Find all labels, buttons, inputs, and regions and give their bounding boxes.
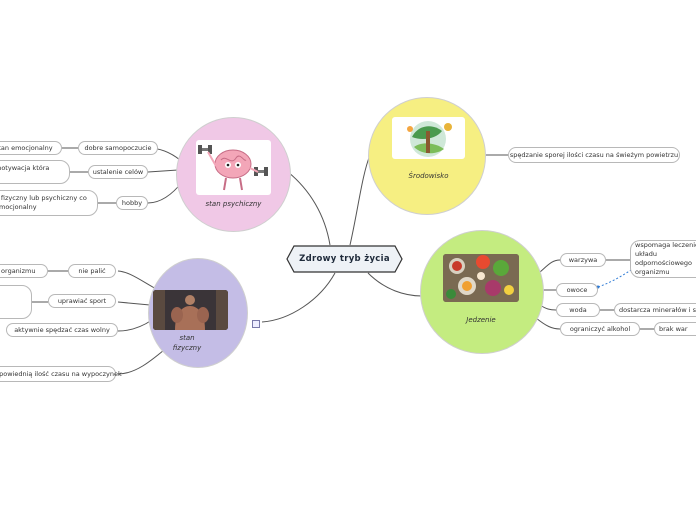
- food-leaf-2[interactable]: dostarcza minerałów i s: [614, 303, 696, 317]
- physical-leaf-1[interactable]: o organizmu: [0, 264, 48, 278]
- branch-physical-label-line2: fizyczny: [172, 344, 202, 352]
- food-child-3[interactable]: woda: [556, 303, 600, 317]
- central-topic[interactable]: Zdrowy tryb życia: [286, 245, 403, 273]
- food-child-2[interactable]: owoce: [556, 283, 598, 297]
- connector-physical-2: [117, 301, 151, 306]
- connector-psychic-2: [147, 169, 179, 173]
- psychic-leaf-3-line1: y fizyczny lub psychiczny co: [0, 194, 87, 202]
- earth-tree-icon: [407, 121, 452, 157]
- branch-food-label: Jedzenie: [466, 316, 496, 324]
- connector-center-environment: [349, 154, 371, 246]
- psychic-leaf-3[interactable]: y fizyczny lub psychiczny co emocjonalny: [0, 190, 98, 216]
- external-link-icon[interactable]: [252, 320, 260, 328]
- food-leaf-3[interactable]: brak war: [654, 322, 696, 336]
- psychic-child-1[interactable]: dobre samopoczucie: [78, 141, 158, 155]
- connector-center-psychic: [287, 171, 331, 246]
- connector-center-food: [367, 272, 423, 297]
- connector-physical-1: [117, 270, 159, 291]
- psychic-leaf-2[interactable]: motywacja która: [0, 160, 70, 184]
- branch-environment-label: Środowisko: [408, 172, 449, 180]
- physical-child-3[interactable]: aktywnie spędzać czas wolny: [6, 323, 118, 337]
- relation-dashed-owoce: [597, 267, 635, 288]
- food-leaf-1[interactable]: wspomaga leczenie układu odpornościowego…: [630, 240, 696, 278]
- food-image: [443, 254, 519, 302]
- bodybuilder-icon: [153, 290, 228, 330]
- food-child-1[interactable]: warzywa: [560, 253, 606, 267]
- physical-child-4[interactable]: dpowiednią ilość czasu na wypoczynek: [0, 366, 122, 382]
- brain-icon: [198, 145, 268, 191]
- psychic-child-3[interactable]: hobby: [116, 196, 148, 210]
- physical-child-1[interactable]: nie palić: [68, 264, 116, 278]
- psychic-leaf-3-line2: emocjonalny: [0, 203, 37, 211]
- physical-child-2[interactable]: uprawiać sport: [48, 294, 116, 308]
- connector-physical-3: [117, 319, 153, 332]
- food-icon: [443, 254, 519, 302]
- environment-child-1[interactable]: spędzanie sporej ilości czasu na świeżym…: [508, 147, 680, 163]
- central-topic-label: Zdrowy tryb życia: [299, 254, 390, 264]
- connector-food-4: [535, 317, 561, 330]
- bodybuilder-image: [153, 290, 228, 330]
- psychic-leaf-1[interactable]: stan emocjonalny: [0, 141, 62, 155]
- psychic-child-2[interactable]: ustalenie celów: [88, 165, 148, 179]
- brain-dumbbell-image: [196, 140, 271, 195]
- connector-center-physical: [261, 272, 336, 323]
- physical-leaf-2[interactable]: y.: [0, 285, 32, 319]
- branch-physical-label-line1: stan: [179, 334, 195, 342]
- earth-tree-image: [392, 117, 465, 159]
- central-topic-shape: [286, 245, 403, 273]
- branch-psychic-label: stan psychiczny: [205, 200, 262, 208]
- food-child-4[interactable]: ograniczyć alkohol: [560, 322, 640, 336]
- connector-food-1: [539, 259, 561, 273]
